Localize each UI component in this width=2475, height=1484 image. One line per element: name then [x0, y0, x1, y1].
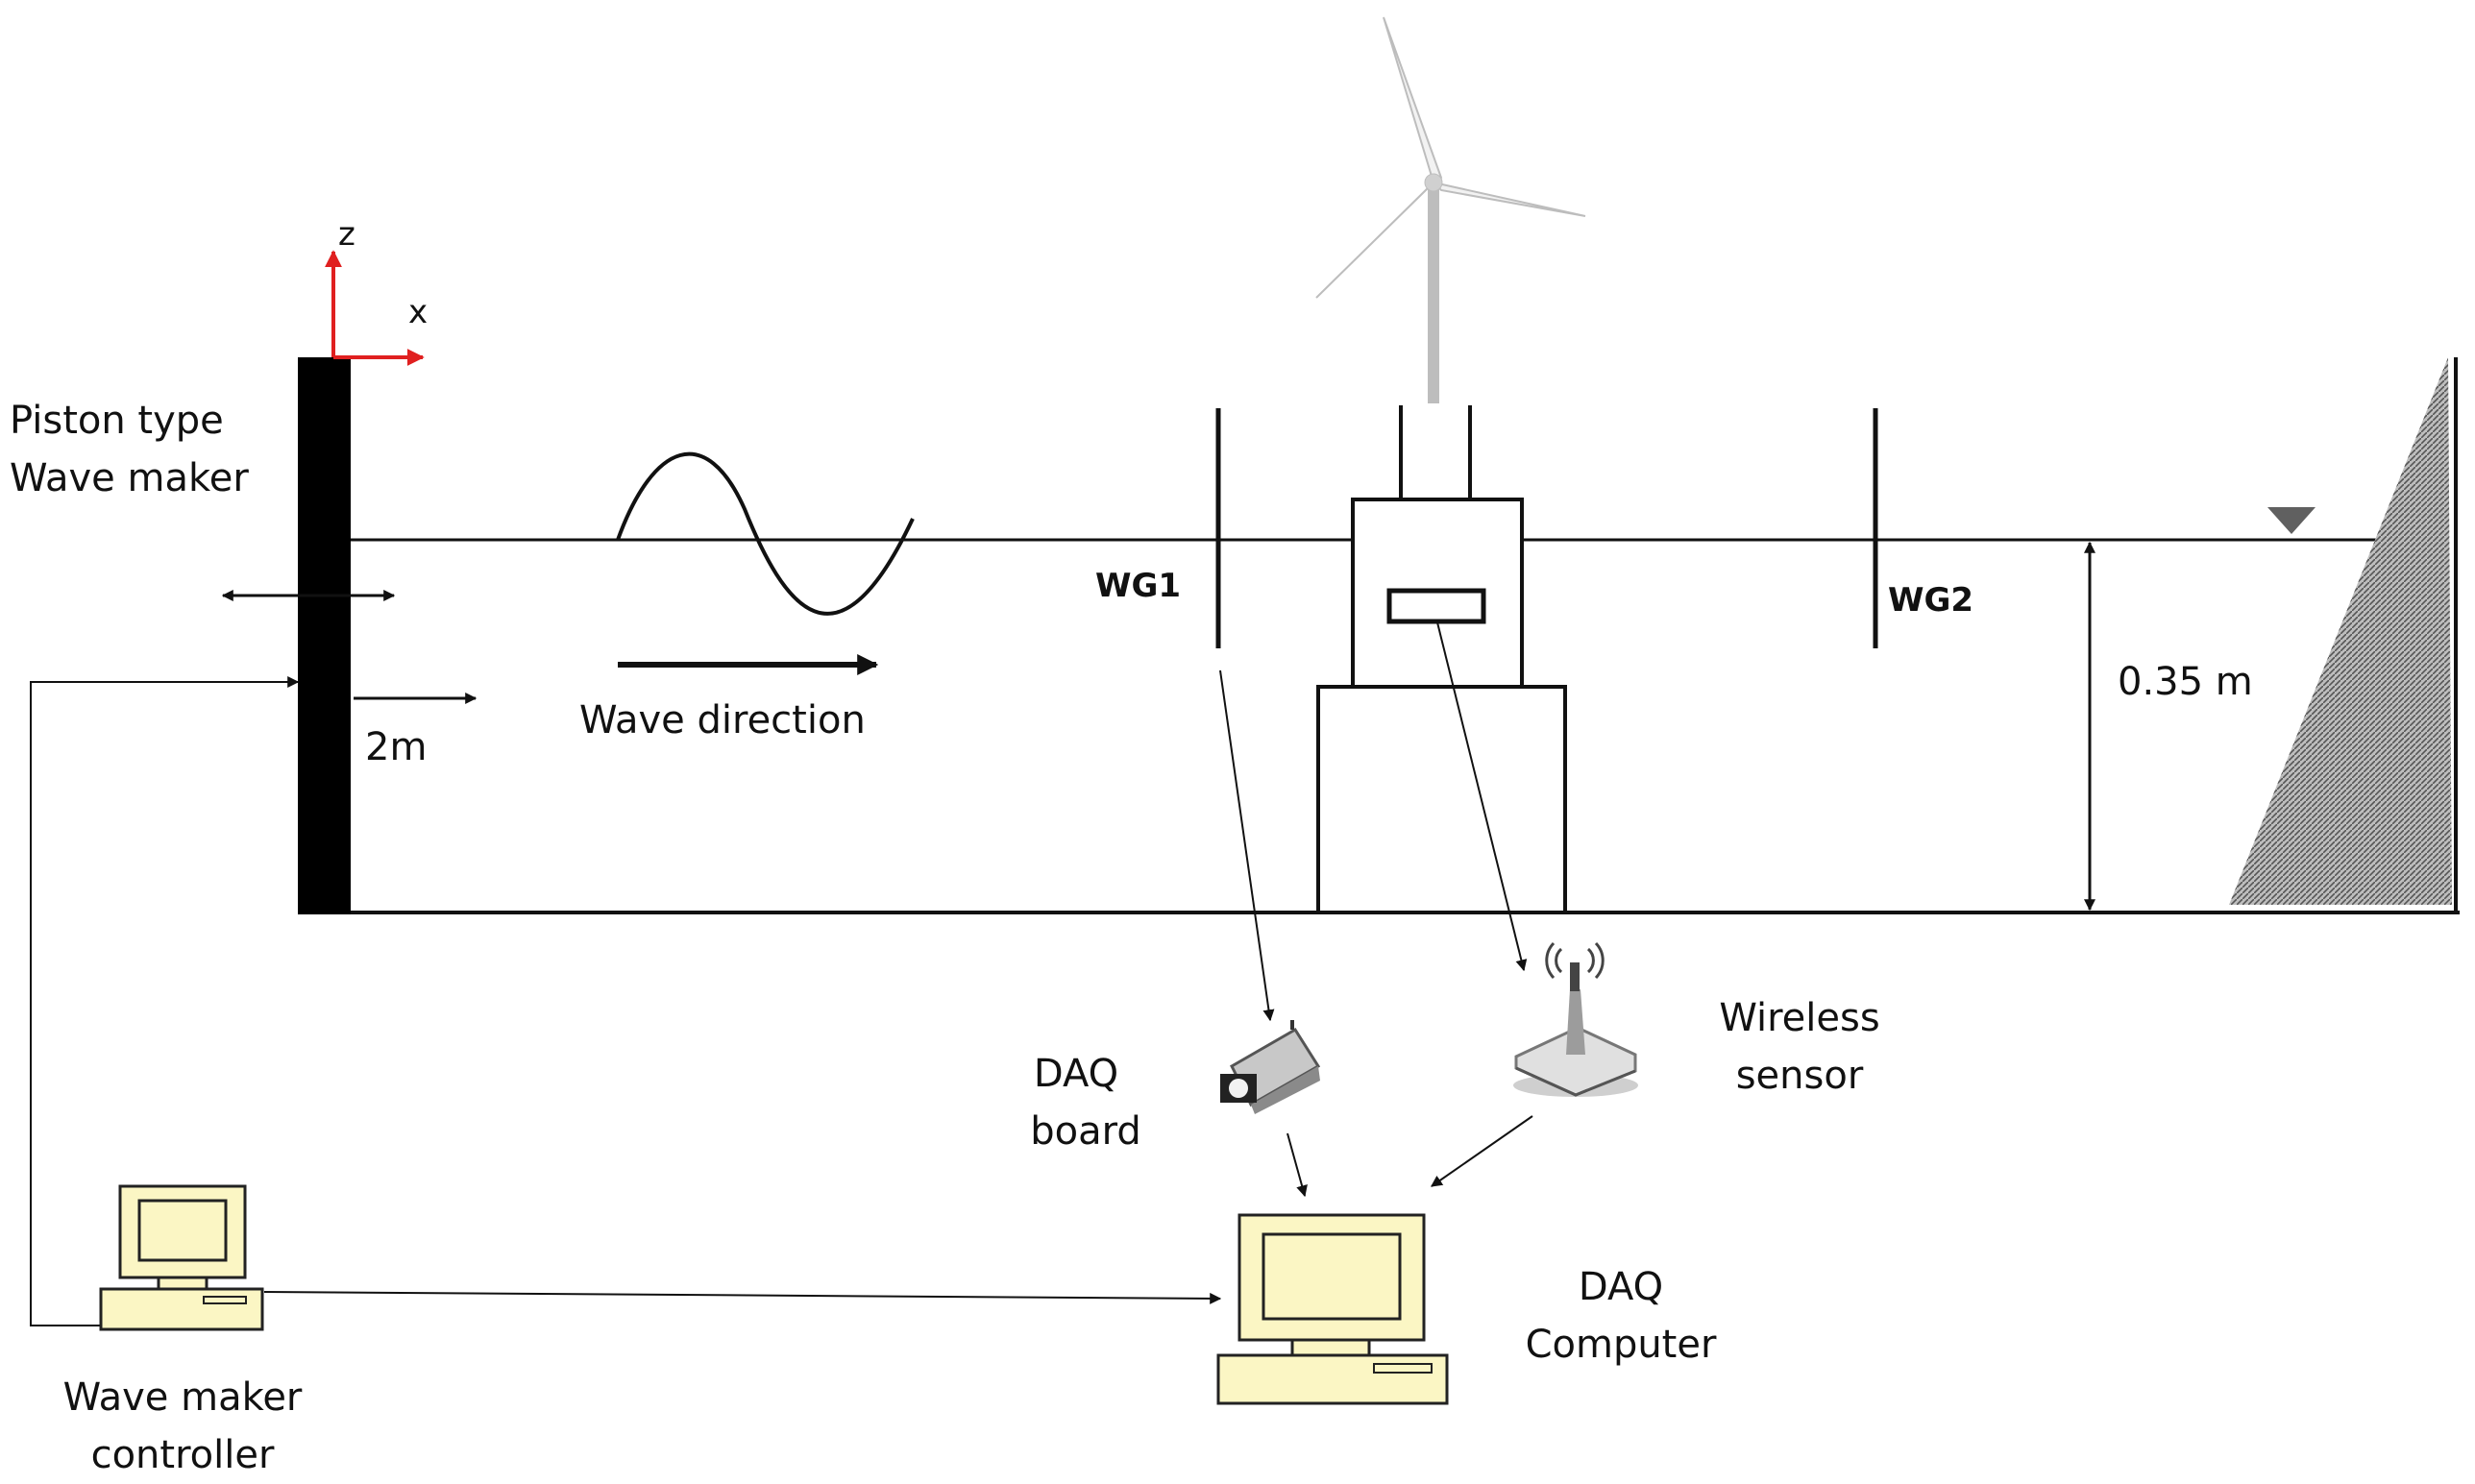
floating-platform	[1316, 405, 1567, 914]
wireless-label-line2: sensor	[1735, 1054, 1864, 1098]
beach-slope	[2229, 357, 2452, 905]
daq-case	[1216, 1353, 1449, 1405]
controller-label-line2: controller	[90, 1433, 275, 1477]
camera-icon	[1220, 1020, 1321, 1114]
wave-direction-label: Wave direction	[579, 698, 866, 742]
wavemaker-label-line2: Wave maker	[10, 456, 249, 500]
wind-turbine-icon	[1315, 16, 1586, 403]
controller-case	[99, 1287, 264, 1331]
daq-computer-label-line2: Computer	[1525, 1323, 1717, 1367]
sensor-signal-arrow	[1436, 621, 1528, 972]
daq-board-to-computer-arrow	[1287, 1132, 1308, 1198]
wavemaker-label-line1: Piston type	[10, 399, 224, 443]
depth-label: 0.35 m	[2118, 660, 2253, 704]
controller-label-line1: Wave maker	[62, 1375, 303, 1420]
controller-to-daq-computer-line	[263, 1291, 1222, 1304]
daq-board-label-line2: board	[1030, 1109, 1141, 1154]
water-level-icon	[2267, 507, 2316, 534]
daq-board-label-line1: DAQ	[1033, 1052, 1119, 1096]
wg1-signal-arrow	[1219, 669, 1275, 1022]
z-axis-label: z	[338, 215, 355, 254]
onboard-sensor	[1386, 588, 1486, 624]
x-axis-label: x	[408, 293, 429, 331]
piston-wavemaker-paddle	[298, 357, 351, 914]
wg1-label: WG1	[1095, 567, 1182, 605]
wave-curve	[616, 451, 915, 616]
wg2-label: WG2	[1888, 581, 1974, 620]
daq-computer-label-line1: DAQ	[1578, 1265, 1664, 1309]
wireless-to-computer-arrow	[1431, 1115, 1533, 1187]
wireless-router-icon	[1513, 941, 1638, 1097]
computer-icon	[99, 1184, 264, 1331]
distance-label: 2m	[365, 725, 428, 769]
computer-icon	[1216, 1213, 1449, 1405]
wireless-label-line1: Wireless	[1719, 996, 1880, 1040]
